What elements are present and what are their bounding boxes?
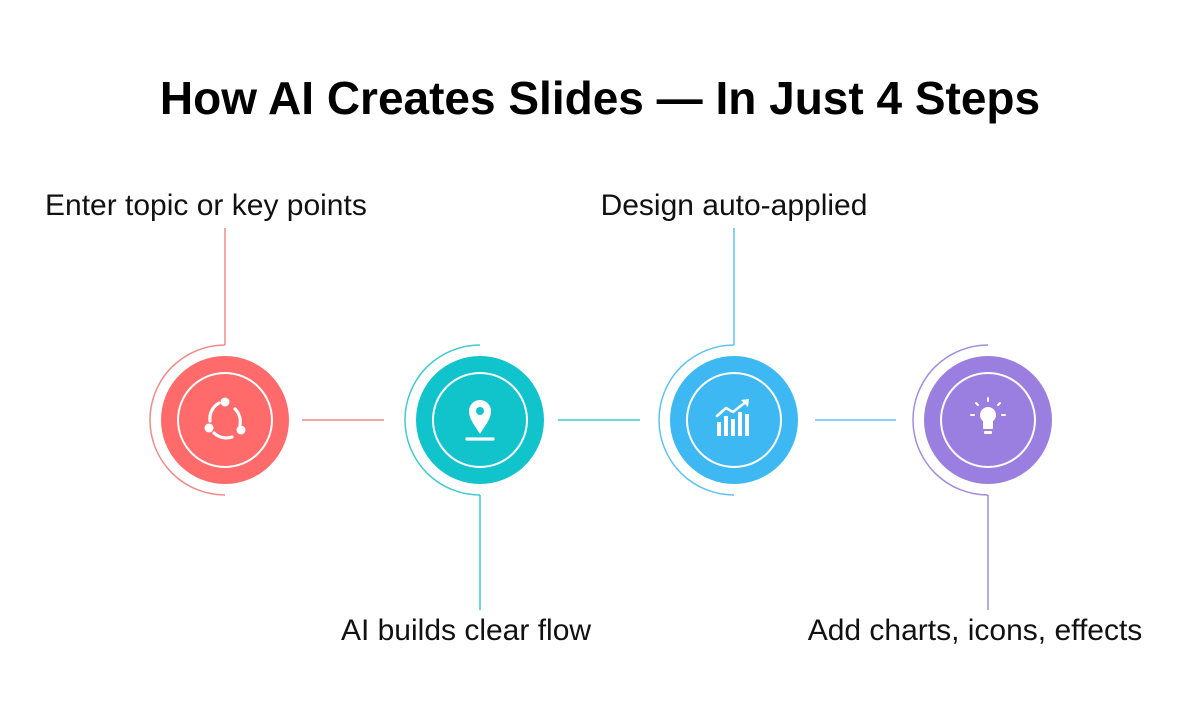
location-pin-icon	[465, 400, 495, 441]
step-3: Design auto-applied	[601, 189, 868, 496]
step-4-arc	[912, 344, 989, 496]
page-title: How AI Creates Slides — In Just 4 Steps	[159, 72, 1041, 124]
bar-chart-growth-icon	[715, 399, 749, 436]
step-2-label: AI builds clear flow	[341, 614, 591, 647]
step-2: AI builds clear flow	[341, 344, 591, 647]
step-1-arc	[149, 344, 226, 496]
step-2-arc	[404, 344, 481, 496]
step-4: Add charts, icons, effects	[808, 344, 1143, 647]
step-4-label: Add charts, icons, effects	[808, 614, 1143, 647]
lightbulb-icon	[970, 397, 1006, 434]
step-1-label: Enter topic or key points	[45, 189, 367, 222]
step-3-arc	[658, 344, 735, 496]
step-3-label: Design auto-applied	[601, 189, 868, 222]
share-nodes-icon	[204, 397, 246, 440]
step-1-core	[179, 374, 271, 466]
step-1: Enter topic or key points	[45, 189, 367, 496]
